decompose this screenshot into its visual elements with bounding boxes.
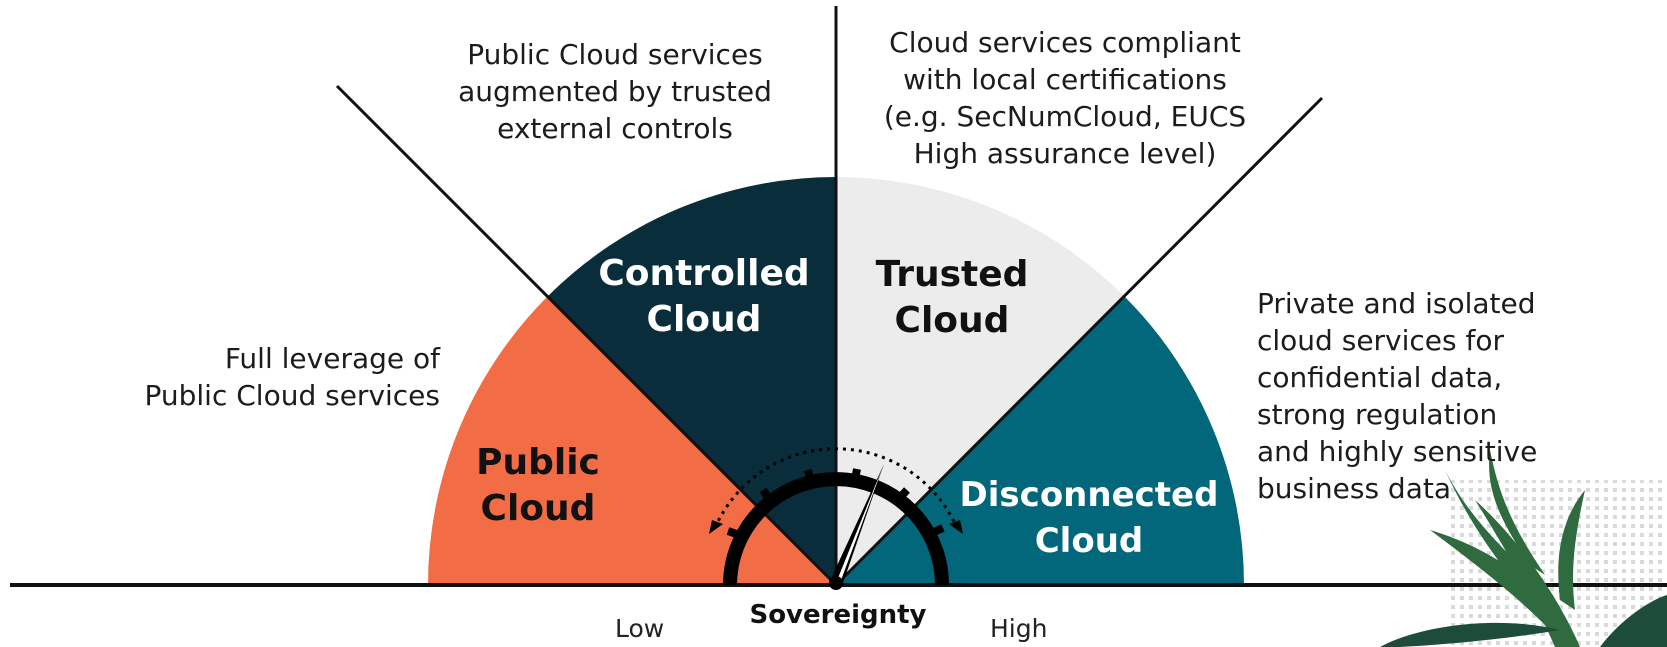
scale-high: High <box>990 614 1048 643</box>
segment-disconnected-cloud <box>836 296 1244 585</box>
segment-trusted-cloud <box>836 177 1125 585</box>
scale-title: Sovereignty <box>749 600 927 630</box>
scale-low: Low <box>615 614 665 643</box>
segment-controlled-cloud <box>547 177 836 585</box>
gauge-icon <box>709 447 963 590</box>
segment-public-cloud <box>428 296 836 585</box>
divider-line-left <box>335 84 838 587</box>
palm-leaf-icon <box>1380 450 1667 647</box>
divider-line-right <box>834 96 1324 587</box>
